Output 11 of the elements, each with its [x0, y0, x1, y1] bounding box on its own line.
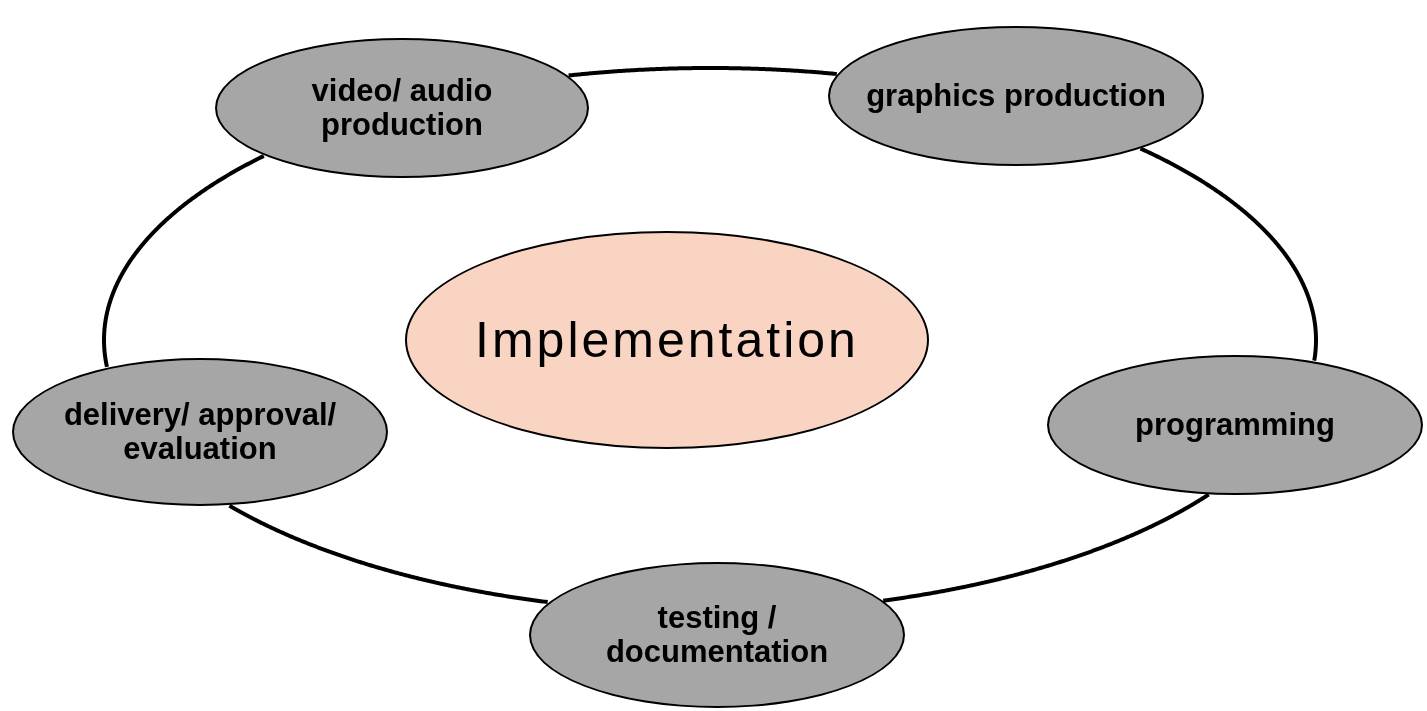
node-label: testing / documentation	[604, 600, 830, 670]
node-label: programming	[1135, 407, 1335, 443]
node-label: delivery/ approval/ evaluation	[62, 397, 338, 467]
connector-line	[882, 492, 1210, 603]
node-label: Implementation	[475, 312, 859, 368]
connector-line	[228, 503, 548, 605]
node-label: graphics production	[866, 78, 1166, 114]
connector-line	[568, 66, 838, 78]
connector-line	[102, 154, 265, 368]
node-label: video/ audio production	[310, 73, 494, 143]
connector-line	[1139, 146, 1318, 362]
